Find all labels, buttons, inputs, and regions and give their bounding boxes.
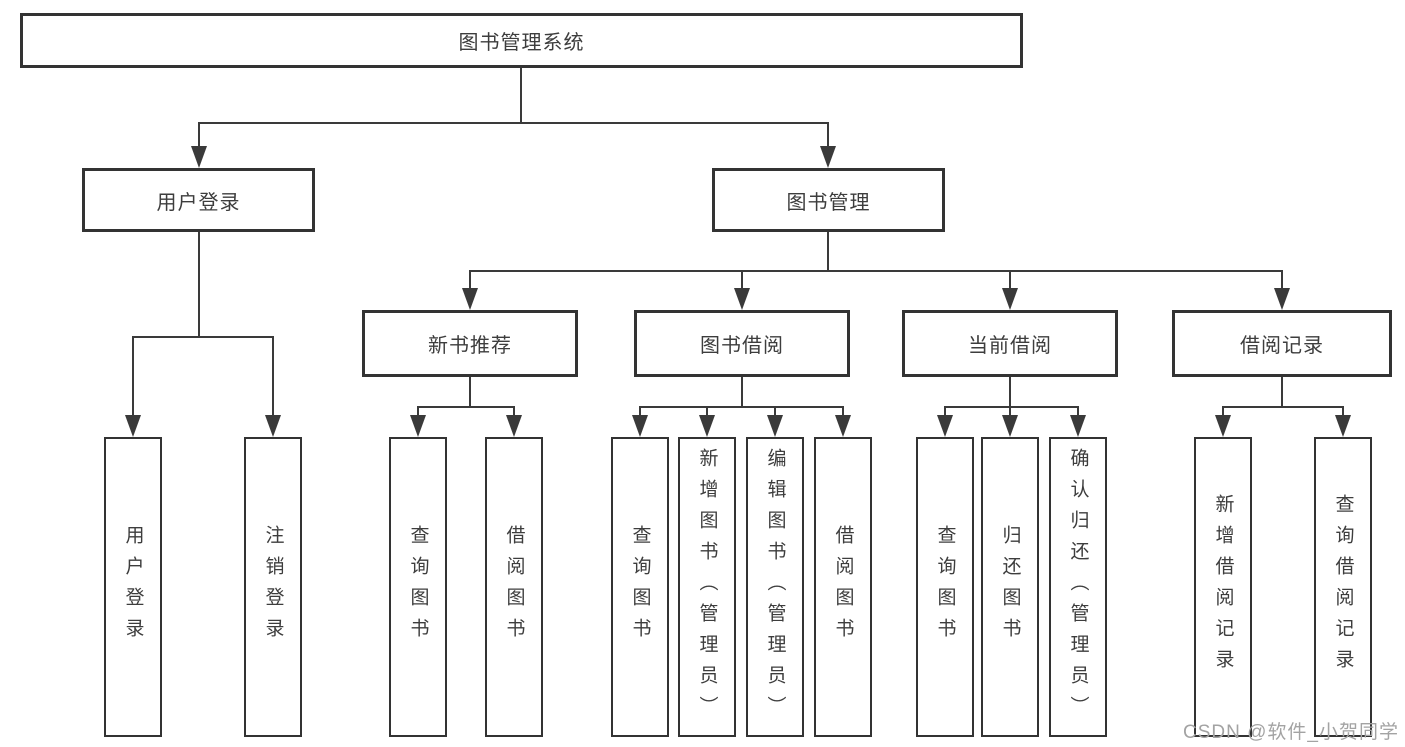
connector-arrow-line	[513, 406, 515, 417]
node-new-book-recommend-label: 新书推荐	[428, 335, 512, 357]
arrow-down-icon	[699, 415, 715, 437]
connector-arrow-line	[1009, 406, 1011, 417]
leaf-query-books-1-label: 查询图书	[407, 525, 429, 649]
connector-split-current-borrow	[944, 406, 1079, 408]
connector-stub-new-book-recommend	[469, 377, 471, 406]
connector-split-borrow-records	[1222, 406, 1344, 408]
node-leaf-borrow-books-2: 借阅图书	[814, 437, 872, 737]
node-leaf-query-books-2: 查询图书	[611, 437, 669, 737]
leaf-add-borrow-record-label: 新增借阅记录	[1212, 494, 1234, 680]
node-leaf-logout: 注销登录	[244, 437, 302, 737]
node-root-label: 图书管理系统	[458, 32, 585, 54]
node-book-management-label: 图书管理	[786, 191, 871, 214]
connector-stub-book-management	[827, 232, 829, 270]
connector-arrow-line	[417, 406, 419, 417]
connector-split-root	[198, 122, 829, 124]
arrow-down-icon	[191, 146, 207, 168]
node-leaf-add-books: 新增图书（管理员）	[678, 437, 736, 737]
node-leaf-confirm-return: 确认归还（管理员）	[1049, 437, 1107, 737]
arrow-down-icon	[410, 415, 426, 437]
connector-arrow-line	[469, 270, 471, 290]
node-root: 图书管理系统	[20, 13, 1023, 68]
connector-arrow-line	[1342, 406, 1344, 417]
connector-stub-root	[520, 68, 522, 122]
connector-stub-book-borrow	[741, 377, 743, 406]
arrow-down-icon	[1335, 415, 1351, 437]
node-current-borrow: 当前借阅	[902, 310, 1118, 377]
node-book-borrow: 图书借阅	[634, 310, 850, 377]
leaf-query-books-3-label: 查询图书	[934, 525, 956, 649]
node-user-login: 用户登录	[82, 168, 315, 232]
connector-arrow-line	[741, 270, 743, 290]
arrow-down-icon	[506, 415, 522, 437]
node-leaf-query-books-1: 查询图书	[389, 437, 447, 737]
arrow-down-icon	[767, 415, 783, 437]
arrow-down-icon	[1070, 415, 1086, 437]
connector-arrow-line	[198, 122, 200, 148]
leaf-borrow-books-2-label: 借阅图书	[832, 525, 854, 649]
leaf-query-books-2-label: 查询图书	[629, 525, 651, 649]
connector-arrow-line	[827, 122, 829, 148]
node-leaf-add-borrow-record: 新增借阅记录	[1194, 437, 1252, 737]
arrow-down-icon	[125, 415, 141, 437]
node-leaf-edit-books: 编辑图书（管理员）	[746, 437, 804, 737]
connector-stub-borrow-records	[1281, 377, 1283, 406]
node-leaf-return-books: 归还图书	[981, 437, 1039, 737]
leaf-edit-books-label: 编辑图书（管理员）	[764, 447, 786, 727]
arrow-down-icon	[734, 288, 750, 310]
connector-arrow-line	[132, 336, 134, 417]
connector-arrow-line	[706, 406, 708, 417]
node-leaf-query-borrow-record: 查询借阅记录	[1314, 437, 1372, 737]
node-user-login-label: 用户登录	[156, 191, 241, 214]
node-current-borrow-label: 当前借阅	[968, 335, 1052, 357]
connector-arrow-line	[944, 406, 946, 417]
leaf-add-books-label: 新增图书（管理员）	[696, 447, 718, 727]
leaf-query-borrow-record-label: 查询借阅记录	[1332, 494, 1354, 680]
node-new-book-recommend: 新书推荐	[362, 310, 578, 377]
connector-arrow-line	[1222, 406, 1224, 417]
connector-arrow-line	[774, 406, 776, 417]
arrow-down-icon	[1215, 415, 1231, 437]
arrow-down-icon	[462, 288, 478, 310]
connector-arrow-line	[272, 336, 274, 417]
arrow-down-icon	[265, 415, 281, 437]
connector-arrow-line	[1281, 270, 1283, 290]
arrow-down-icon	[1274, 288, 1290, 310]
connector-split-book-borrow	[639, 406, 844, 408]
connector-split-new-book-recommend	[417, 406, 515, 408]
leaf-logout-label: 注销登录	[262, 525, 284, 649]
connector-arrow-line	[639, 406, 641, 417]
connector-arrow-line	[842, 406, 844, 417]
connector-stub-current-borrow	[1009, 377, 1011, 406]
csdn-watermark: CSDN @软件_小贺同学	[1183, 722, 1399, 743]
arrow-down-icon	[820, 146, 836, 168]
node-book-borrow-label: 图书借阅	[700, 335, 784, 357]
leaf-confirm-return-label: 确认归还（管理员）	[1067, 447, 1089, 727]
connector-split-user-login	[132, 336, 274, 338]
connector-split-book-management	[469, 270, 1283, 272]
connector-arrow-line	[1077, 406, 1079, 417]
arrow-down-icon	[1002, 415, 1018, 437]
arrow-down-icon	[632, 415, 648, 437]
leaf-return-books-label: 归还图书	[999, 525, 1021, 649]
connector-arrow-line	[1009, 270, 1011, 290]
node-leaf-borrow-books-1: 借阅图书	[485, 437, 543, 737]
arrow-down-icon	[835, 415, 851, 437]
node-borrow-records: 借阅记录	[1172, 310, 1392, 377]
connector-stub-user-login	[198, 232, 200, 336]
node-leaf-user-login: 用户登录	[104, 437, 162, 737]
node-leaf-query-books-3: 查询图书	[916, 437, 974, 737]
leaf-borrow-books-1-label: 借阅图书	[503, 525, 525, 649]
node-book-management: 图书管理	[712, 168, 945, 232]
node-borrow-records-label: 借阅记录	[1240, 335, 1324, 357]
arrow-down-icon	[1002, 288, 1018, 310]
leaf-user-login-label: 用户登录	[122, 525, 144, 649]
arrow-down-icon	[937, 415, 953, 437]
